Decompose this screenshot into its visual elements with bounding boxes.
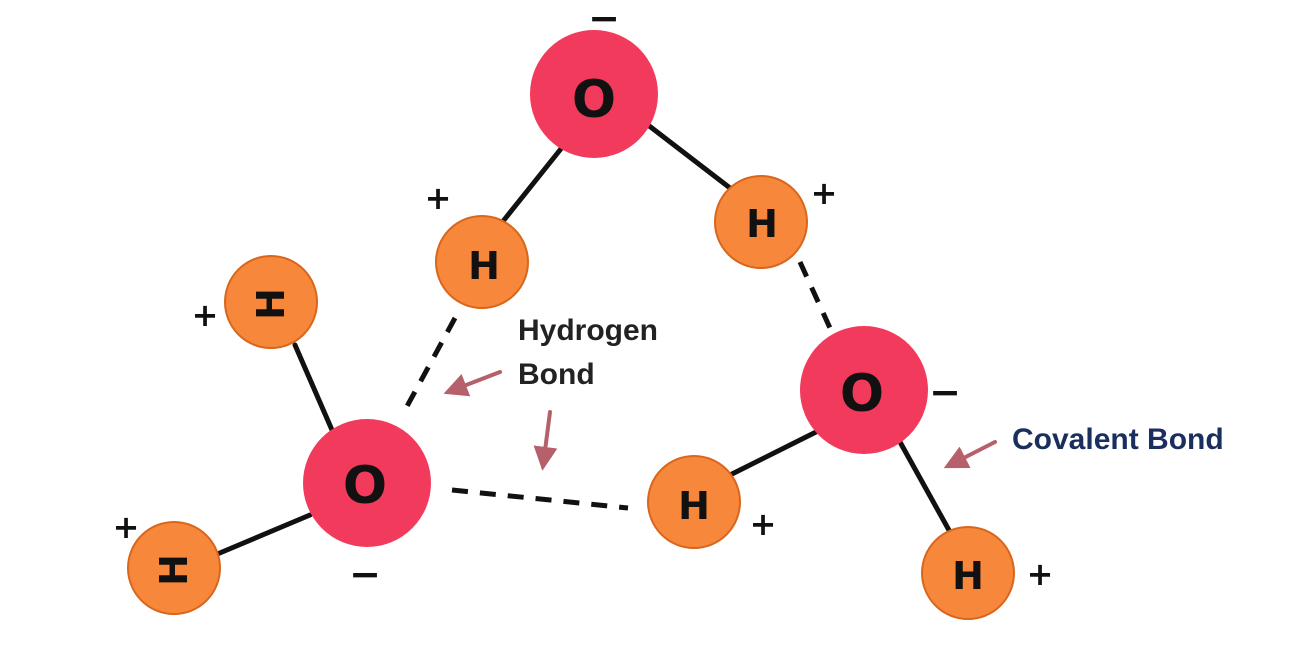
positive-charge-h-left-lower: + <box>113 508 140 546</box>
hydrogen-atom-top-left: H <box>435 215 529 309</box>
positive-charge-h-top-right: + <box>811 174 838 212</box>
hydrogen-bond-right <box>797 260 833 330</box>
covalent-bond-right-o-left-h <box>727 427 823 478</box>
hydrogen-atom-top-right: H <box>714 175 808 269</box>
arrow-to-left-hydrogen-bond <box>443 370 502 397</box>
hydrogen-atom-bottom-middle: H <box>647 455 741 549</box>
oxygen-atom-left: O <box>303 419 431 547</box>
pointer-arrows <box>443 370 997 471</box>
hydrogen-bond-left <box>402 316 458 412</box>
hydrogen-atom-bottom-right: H <box>921 526 1015 620</box>
hydrogen-symbol: H <box>468 244 500 288</box>
hydrogen-bond-label-line1: Hydrogen <box>518 314 658 347</box>
covalent-bonds <box>212 122 953 558</box>
covalent-bond-top-o-right-h <box>645 122 733 191</box>
hydrogen-atom-left-lower: H <box>127 521 221 615</box>
hydrogen-atom-left-upper: H <box>224 255 318 349</box>
positive-charge-h-left-upper: + <box>192 296 219 334</box>
arrow-to-bottom-hydrogen-bond <box>533 410 558 471</box>
charges: − − − + + + + + + <box>113 0 1054 596</box>
negative-charge-top-oxygen: − <box>588 0 620 40</box>
hydrogen-bond-bottom <box>451 487 629 511</box>
oxygen-symbol: O <box>840 364 884 424</box>
positive-charge-h-top-left: + <box>425 179 452 217</box>
oxygen-symbol: O <box>572 70 616 130</box>
positive-charge-h-bottom-middle: + <box>750 505 777 543</box>
covalent-bond-label: Covalent Bond <box>1012 423 1224 456</box>
covalent-bond-right-o-lower-h <box>897 439 953 535</box>
hydrogen-symbol: H <box>952 554 984 598</box>
covalent-bond-top-o-left-h <box>497 137 571 228</box>
hydrogen-bond-label-line2: Bond <box>518 358 595 391</box>
positive-charge-h-bottom-right: + <box>1027 555 1054 593</box>
covalent-bond-left-o-upper-h <box>292 342 335 433</box>
oxygen-symbol: O <box>343 456 387 516</box>
oxygen-atom-right: O <box>800 326 928 454</box>
negative-charge-right-oxygen: − <box>929 370 961 414</box>
oxygen-atom-top: O <box>530 30 658 158</box>
arrow-to-covalent-bond <box>943 440 997 469</box>
hydrogen-symbol: H <box>678 484 710 528</box>
hydrogen-symbol: H <box>746 202 778 246</box>
hydrogen-bonds <box>402 260 833 511</box>
covalent-bond-left-o-lower-h <box>212 512 313 558</box>
hydrogen-symbol: H <box>249 288 293 320</box>
hydrogen-symbol: H <box>152 554 196 586</box>
negative-charge-left-oxygen: − <box>349 552 381 596</box>
